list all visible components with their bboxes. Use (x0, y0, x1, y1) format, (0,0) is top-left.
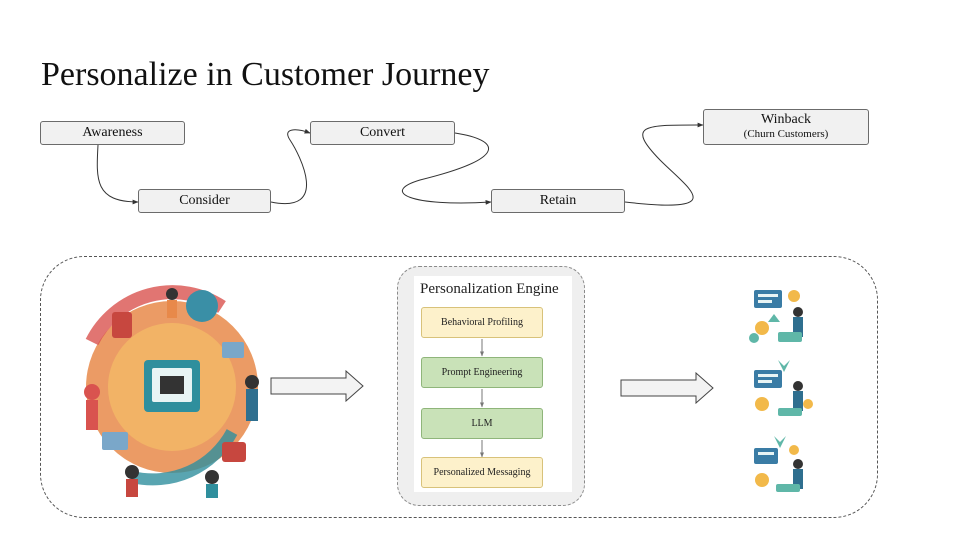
winback-label: Winback (761, 112, 811, 127)
stage-retain: Retain (491, 189, 625, 213)
engine-step-behavioral-profiling: Behavioral Profiling (421, 307, 543, 338)
personalized-customer-illustration (754, 436, 803, 492)
engine-step-prompt-engineering: Prompt Engineering (421, 357, 543, 388)
connector-consider-convert (270, 128, 311, 205)
stage-convert: Convert (310, 121, 455, 145)
engine-title: Personalization Engine (420, 281, 559, 297)
page-title: Personalize in Customer Journey (41, 56, 490, 93)
connector-awareness-consider (96, 144, 139, 205)
connector-convert-retain (401, 132, 492, 205)
personalization-flow-frame (40, 256, 878, 518)
engine-step-llm: LLM (421, 408, 543, 439)
winback-sublabel: (Churn Customers) (743, 128, 829, 140)
engine-step-personalized-messaging: Personalized Messaging (421, 457, 543, 488)
flow-arrow-right-icon (270, 370, 364, 402)
stage-consider: Consider (138, 189, 271, 213)
personalized-customer-illustration (749, 290, 803, 343)
connector-retain-winback (624, 122, 704, 206)
customer-collage-illustration (72, 282, 274, 498)
stage-awareness: Awareness (40, 121, 185, 145)
engine-connectors (480, 339, 484, 458)
personalized-customer-illustration (754, 360, 813, 416)
stage-winback: Winback (Churn Customers) (703, 109, 869, 145)
flow-arrow-right-icon (620, 372, 714, 404)
